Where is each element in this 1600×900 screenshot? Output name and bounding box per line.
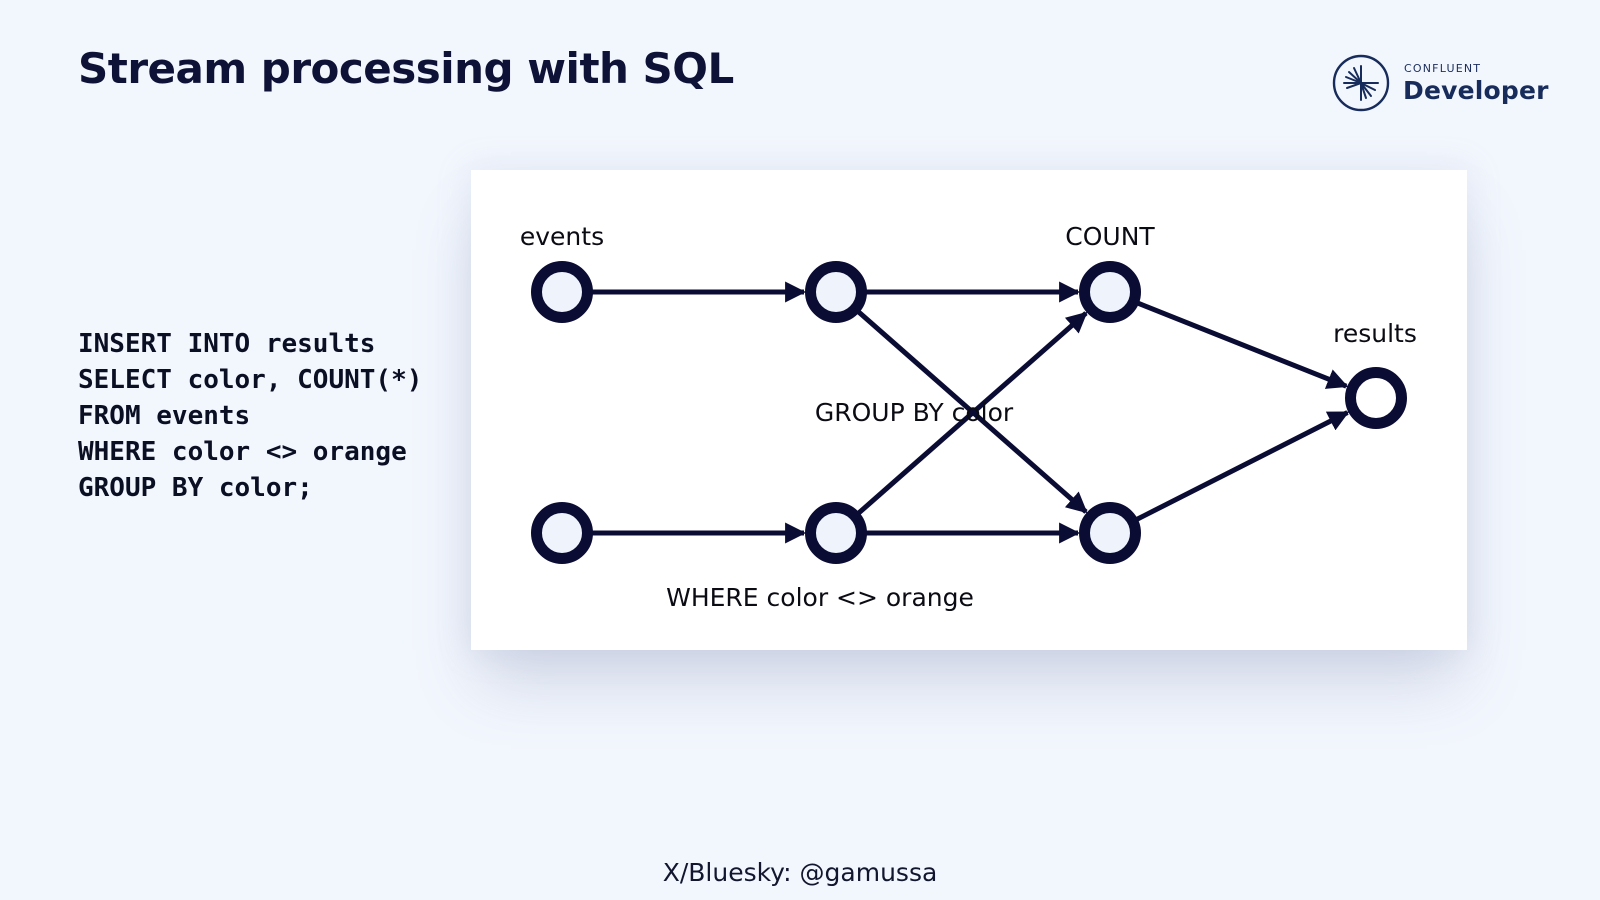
confluent-starburst-icon (1332, 54, 1390, 112)
edge-filter-bottom-to-count-top (854, 311, 1088, 518)
logo-brand-text: CONFLUENT (1404, 62, 1482, 75)
node-count-top (1079, 261, 1141, 323)
code-line: FROM events (78, 401, 251, 431)
node-source-bottom (531, 502, 593, 564)
code-line: WHERE color <> orange (78, 437, 407, 467)
node-filter-bottom (805, 502, 867, 564)
confluent-developer-logo: CONFLUENT Developer (1332, 54, 1548, 114)
slide-title: Stream processing with SQL (78, 44, 734, 93)
node-source-top (531, 261, 593, 323)
node-filter-top (805, 261, 867, 323)
stream-topology-diagram: events COUNT results GROUP BY color WHER… (520, 222, 1417, 612)
label-events: events (520, 222, 604, 251)
code-line: GROUP BY color; (78, 473, 313, 503)
code-line: INSERT INTO results (78, 329, 376, 359)
node-count-bottom (1079, 502, 1141, 564)
label-where: WHERE color <> orange (666, 583, 974, 612)
diagram-card: events COUNT results GROUP BY color WHER… (471, 170, 1467, 650)
social-handle-footer: X/Bluesky: @gamussa (662, 858, 938, 887)
nodes-layer (531, 261, 1407, 564)
code-line: SELECT color, COUNT(*) (78, 365, 423, 395)
label-results: results (1333, 319, 1417, 348)
node-results (1345, 367, 1407, 429)
edge-count-top-to-results (1134, 299, 1349, 389)
edges-layer (589, 281, 1350, 544)
edge-count-bottom-to-results (1132, 410, 1350, 524)
label-group-by: GROUP BY color (815, 398, 1014, 427)
label-count: COUNT (1065, 222, 1155, 251)
logo-product-text: Developer (1403, 76, 1549, 105)
